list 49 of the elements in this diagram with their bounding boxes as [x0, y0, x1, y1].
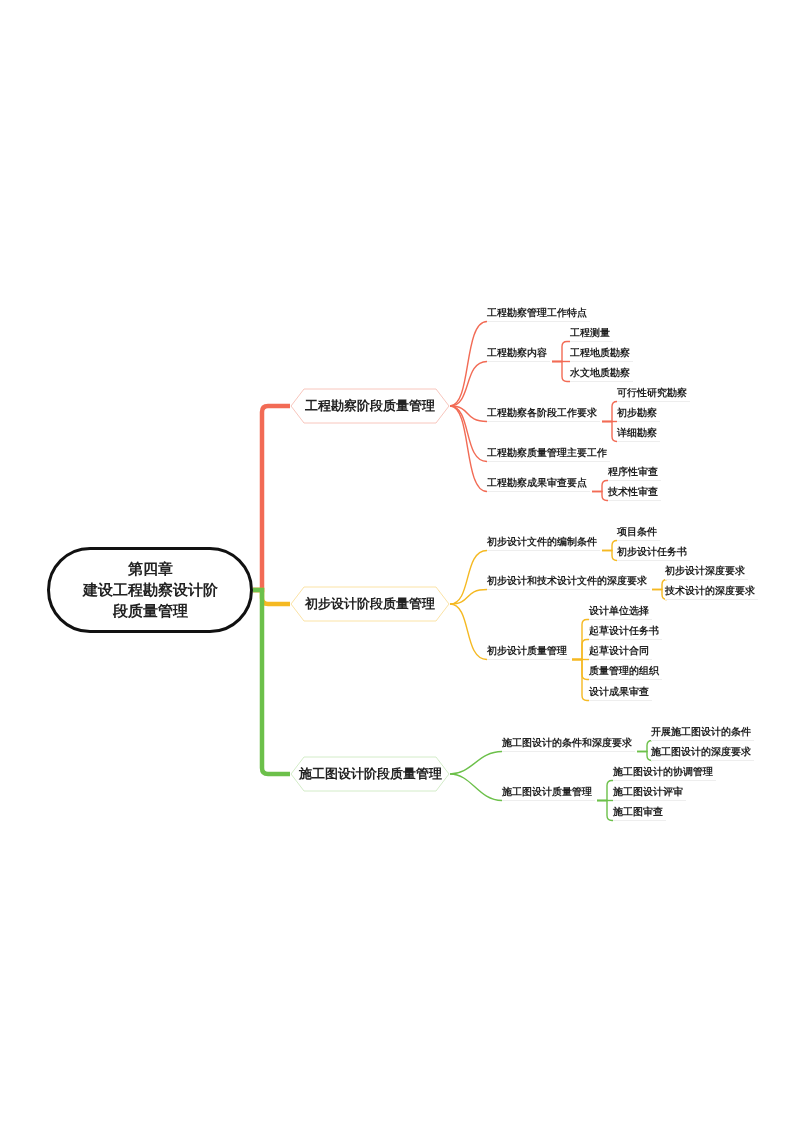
subtopic-label: 工程勘察质量管理主要工作	[487, 446, 610, 462]
subtopic-label: 工程测量	[570, 326, 613, 342]
connector-line	[651, 588, 668, 601]
connector-line	[591, 490, 609, 502]
subtopic-label: 水文地质勘察	[570, 366, 633, 382]
subtopic-label: 技术性审查	[608, 485, 661, 501]
subtopic-label: 施工图设计的协调管理	[613, 765, 716, 781]
subtopic-label: 施工图设计的深度要求	[651, 745, 754, 761]
connector-line	[571, 658, 590, 702]
connector-line	[636, 750, 653, 762]
subtopic-label: 施工图审查	[613, 805, 666, 821]
subtopic-label: 工程勘察各阶段工作要求	[487, 406, 600, 422]
subtopic-label: 工程地质勘察	[570, 346, 633, 362]
subtopic-label: 施工图设计评审	[613, 785, 686, 801]
subtopic-label: 详细勘察	[617, 426, 660, 442]
connector-line	[253, 587, 290, 777]
connector-line	[449, 603, 488, 661]
subtopic-label: 项目条件	[617, 525, 660, 541]
connector-line	[449, 588, 488, 605]
subtopic-label: 初步设计深度要求	[665, 564, 748, 580]
connector-line	[601, 549, 618, 562]
subtopic-label: 设计成果审查	[589, 685, 652, 701]
subtopic-label: 起草设计合同	[589, 644, 652, 660]
subtopic-label: 工程勘察内容	[487, 346, 550, 362]
subtopic-label: 工程勘察成果审查要点	[487, 476, 590, 492]
subtopic-label: 初步勘察	[617, 406, 660, 422]
subtopic-label: 质量管理的组织	[589, 664, 662, 680]
subtopic-label: 设计单位选择	[589, 604, 652, 620]
connector-line	[601, 420, 618, 443]
subtopic-label: 初步设计文件的编制条件	[487, 535, 600, 551]
subtopic-label: 程序性审查	[608, 465, 661, 481]
topic-hexagon: 施工图设计阶段质量管理	[290, 756, 450, 792]
subtopic-label: 技术设计的深度要求	[665, 584, 758, 600]
subtopic-label: 开展施工图设计的条件	[651, 725, 754, 741]
central-topic: 第四章 建设工程勘察设计阶段质量管理	[47, 547, 253, 633]
connector-line	[449, 773, 503, 802]
topic-hexagon: 工程勘察阶段质量管理	[290, 388, 450, 424]
subtopic-label: 起草设计任务书	[589, 624, 662, 640]
connector-line	[596, 799, 614, 822]
connector-line	[551, 360, 571, 383]
subtopic-label: 初步设计任务书	[617, 545, 690, 561]
subtopic-label: 初步设计质量管理	[487, 644, 570, 660]
subtopic-label: 工程勘察管理工作特点	[487, 306, 590, 322]
subtopic-label: 初步设计和技术设计文件的深度要求	[487, 574, 650, 590]
subtopic-label: 可行性研究勘察	[617, 386, 690, 402]
topic-hexagon: 初步设计阶段质量管理	[290, 586, 450, 622]
connector-line	[449, 405, 488, 493]
subtopic-label: 施工图设计的条件和深度要求	[502, 736, 635, 752]
subtopic-label: 施工图设计质量管理	[502, 785, 595, 801]
